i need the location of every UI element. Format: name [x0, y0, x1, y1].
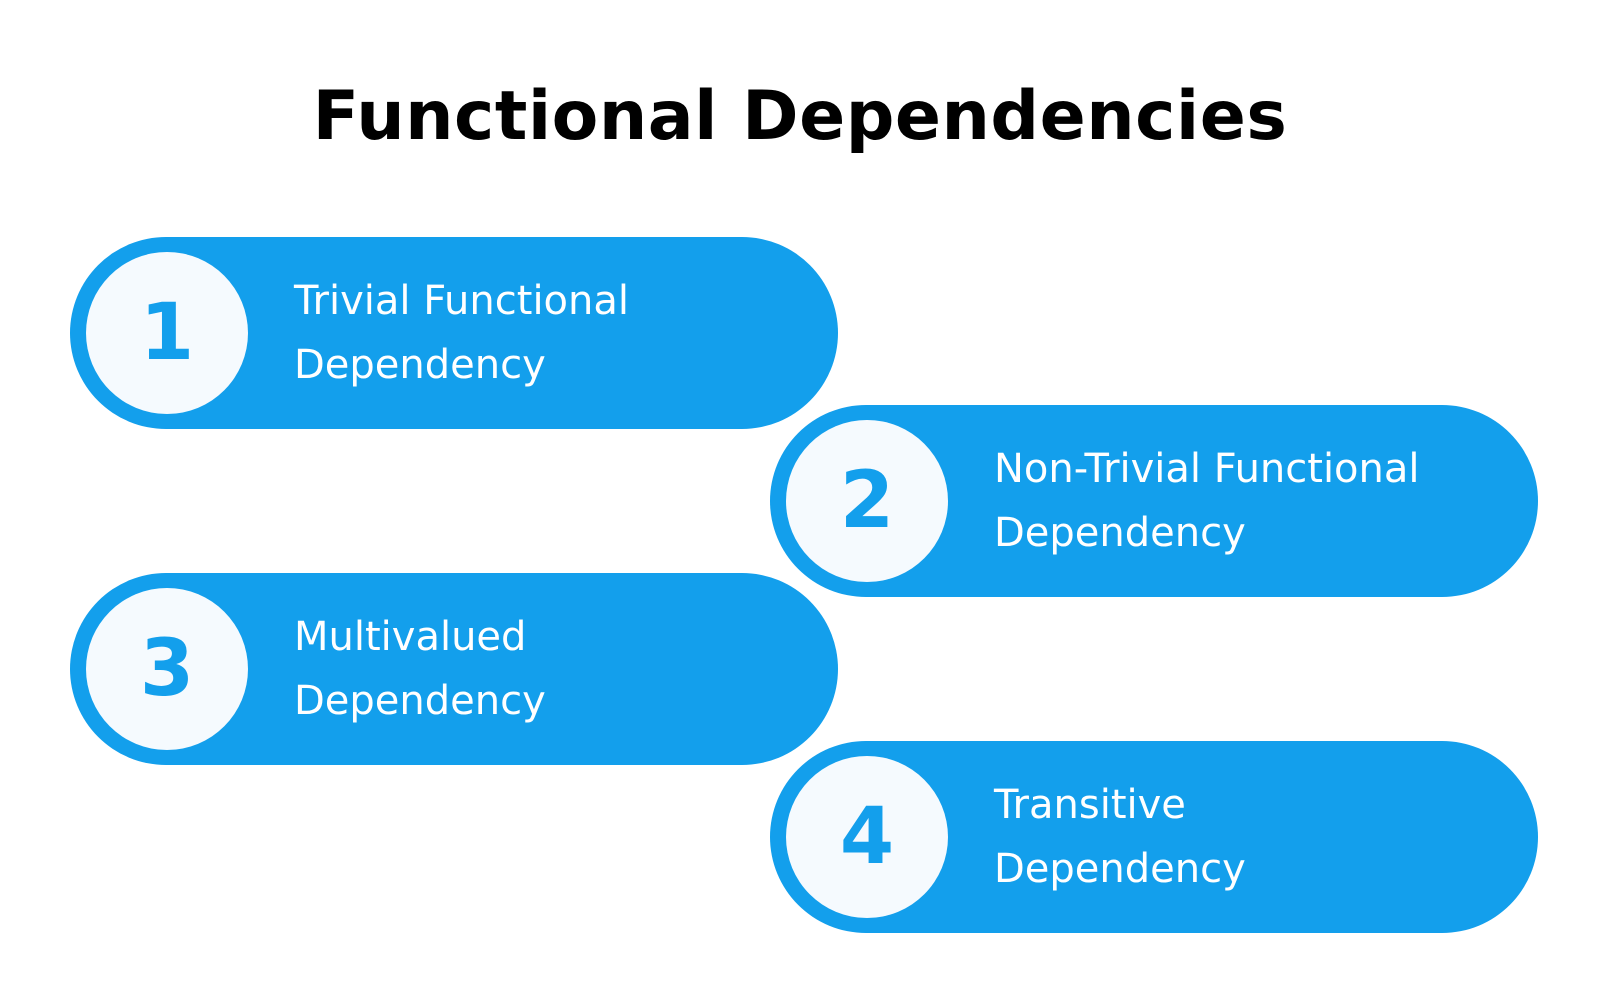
dependency-label-line-2: Dependency: [994, 510, 1246, 556]
number-label: 2: [839, 456, 895, 546]
dependency-label-line-1: Multivalued: [294, 614, 527, 660]
dependency-label-line-1: Non-Trivial Functional: [994, 446, 1420, 492]
number-badge: 4: [786, 756, 948, 918]
dependency-label: Transitive Dependency: [994, 773, 1514, 901]
dependency-card-3: 3 Multivalued Dependency: [70, 573, 838, 765]
dependency-card-4: 4 Transitive Dependency: [770, 741, 1538, 933]
number-badge: 1: [86, 252, 248, 414]
dependency-label: Trivial Functional Dependency: [294, 269, 814, 397]
dependency-label-line-2: Dependency: [994, 846, 1246, 892]
dependency-label: Multivalued Dependency: [294, 605, 814, 733]
dependency-card-1: 1 Trivial Functional Dependency: [70, 237, 838, 429]
dependency-card-2: 2 Non-Trivial Functional Dependency: [770, 405, 1538, 597]
number-badge: 2: [786, 420, 948, 582]
dependency-label-line-1: Transitive: [994, 782, 1186, 828]
dependency-label-line-2: Dependency: [294, 678, 546, 724]
diagram-title: Functional Dependencies: [312, 77, 1288, 156]
dependency-label: Non-Trivial Functional Dependency: [994, 437, 1514, 565]
dependency-label-line-2: Dependency: [294, 342, 546, 388]
dependency-label-line-1: Trivial Functional: [294, 278, 629, 324]
number-badge: 3: [86, 588, 248, 750]
number-label: 1: [139, 288, 195, 378]
number-label: 4: [839, 792, 895, 882]
number-label: 3: [139, 624, 195, 714]
